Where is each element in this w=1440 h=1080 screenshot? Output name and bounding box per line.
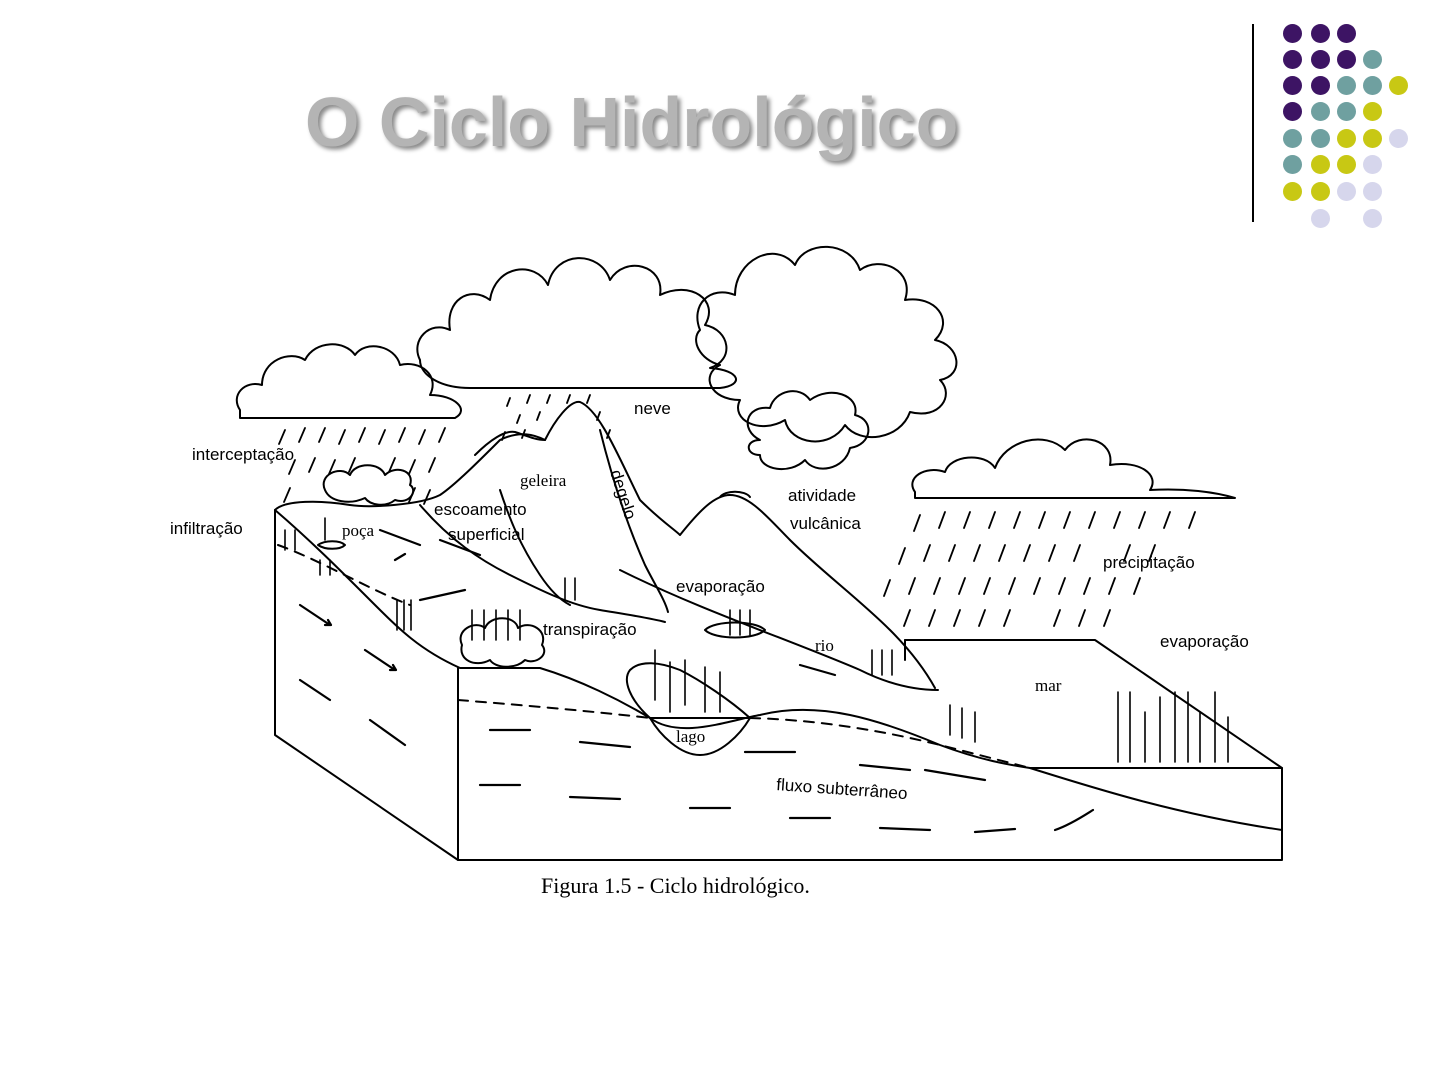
decorative-dot — [1363, 129, 1382, 148]
block-left-face — [275, 510, 458, 860]
decorative-dot — [1283, 76, 1302, 95]
label-interceptacao: interceptação — [192, 445, 294, 464]
label-geleira: geleira — [520, 471, 567, 490]
decorative-dot — [1337, 182, 1356, 201]
lake-evaporation-region — [627, 663, 750, 718]
label-mar: mar — [1035, 676, 1062, 695]
decorative-dot — [1283, 182, 1302, 201]
trees-left — [324, 465, 414, 505]
block-front-edge — [458, 668, 1282, 860]
decorative-dot — [1363, 76, 1382, 95]
puddle — [318, 541, 345, 549]
decorative-dot — [1389, 76, 1408, 95]
decorative-dot — [1311, 102, 1330, 121]
label-superficial: superficial — [448, 525, 525, 544]
label-neve: neve — [634, 399, 671, 418]
label-rio: rio — [815, 636, 834, 655]
decorative-dot — [1389, 129, 1408, 148]
cloud-left — [237, 344, 461, 418]
label-infiltracao: infiltração — [170, 519, 243, 538]
cloud-right-large — [696, 247, 956, 442]
decorative-dot — [1363, 155, 1382, 174]
terrain-surface — [275, 402, 935, 688]
decorative-dot — [1363, 182, 1382, 201]
decorative-dot — [1311, 182, 1330, 201]
decorative-dot — [1283, 50, 1302, 69]
label-escoamento: escoamento — [434, 500, 527, 519]
trees-center — [461, 618, 545, 667]
label-evaporacao-lago: evaporação — [676, 577, 765, 596]
hydrological-cycle-diagram: neve interceptação geleira degelo ativid… — [160, 230, 1290, 870]
decorative-dot — [1283, 24, 1302, 43]
decorative-dot — [1363, 50, 1382, 69]
pond — [705, 623, 765, 638]
cloud-center — [417, 258, 736, 388]
decorative-dot — [1337, 24, 1356, 43]
decorative-dot — [1311, 50, 1330, 69]
decorative-dot — [1311, 24, 1330, 43]
label-atividade: atividade — [788, 486, 856, 505]
decorative-divider — [1252, 24, 1254, 222]
mountain-right-slope — [600, 430, 668, 612]
cloud-right-small — [912, 439, 1235, 498]
decorative-dot — [1337, 155, 1356, 174]
label-fluxo-subterraneo: fluxo subterrâneo — [776, 775, 908, 803]
label-lago: lago — [676, 727, 705, 746]
decorative-dot — [1311, 209, 1330, 228]
decorative-dot — [1283, 102, 1302, 121]
decorative-dot — [1311, 76, 1330, 95]
decorative-dot — [1311, 129, 1330, 148]
label-evaporacao-mar: evaporação — [1160, 632, 1249, 651]
slide-title: O Ciclo Hidrológico — [305, 82, 958, 162]
decorative-dot — [1337, 102, 1356, 121]
decorative-dot — [1337, 50, 1356, 69]
decorative-dot — [1311, 155, 1330, 174]
sea-top — [905, 640, 1282, 768]
decorative-dot — [1337, 76, 1356, 95]
decorative-dot — [1337, 129, 1356, 148]
label-vulcanica: vulcânica — [790, 514, 861, 533]
decorative-dot — [1363, 209, 1382, 228]
label-degelo: degelo — [606, 467, 640, 521]
label-poca: poça — [342, 521, 375, 540]
decorative-dot — [1283, 155, 1302, 174]
label-transpiracao: transpiração — [543, 620, 637, 639]
decorative-dot — [1283, 129, 1302, 148]
label-precipitacao: precipitação — [1103, 553, 1195, 572]
decorative-dot — [1363, 102, 1382, 121]
figure-caption: Figura 1.5 - Ciclo hidrológico. — [541, 873, 810, 899]
